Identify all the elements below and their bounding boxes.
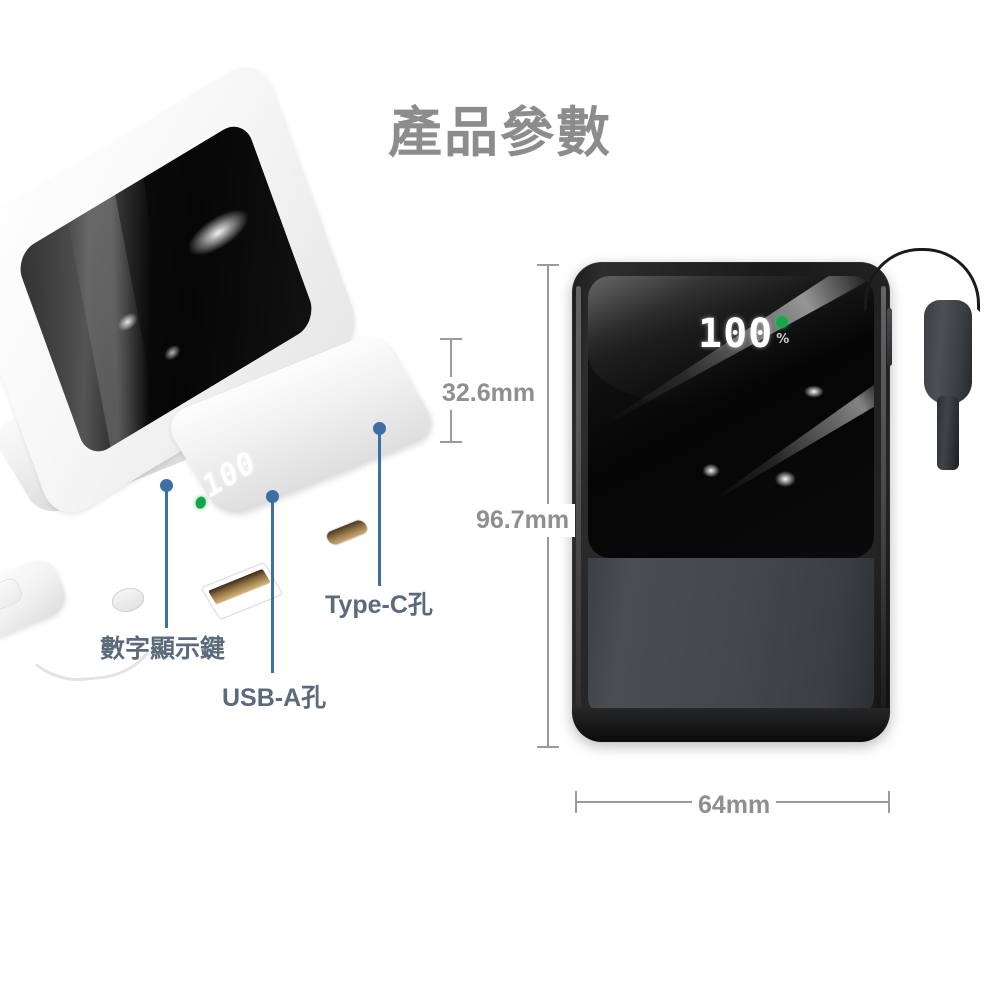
right-product-cable-connector bbox=[924, 300, 972, 470]
right-product-readout-marks: % bbox=[776, 316, 789, 346]
percent-symbol: % bbox=[776, 332, 790, 347]
callout-usb-a-label: USB-A孔 bbox=[222, 684, 327, 712]
callout-type-c-label: Type-C孔 bbox=[325, 591, 433, 619]
right-product-readout: 100 % bbox=[698, 314, 789, 354]
battery-full-green-icon bbox=[776, 316, 789, 328]
callout-type-c-leader bbox=[378, 429, 381, 586]
callout-usb-a-leader bbox=[271, 497, 274, 673]
callout-type-c-anchor bbox=[373, 422, 386, 435]
type-c-port bbox=[322, 517, 372, 548]
dimension-height-bottom-cap bbox=[537, 746, 559, 748]
right-product-bottom-edge bbox=[572, 708, 890, 742]
battery-full-green-icon bbox=[194, 494, 208, 511]
right-product-lower-body bbox=[588, 558, 874, 714]
right-product-image: 100 % bbox=[572, 248, 980, 742]
left-product-image: 100 bbox=[0, 53, 460, 688]
right-product-side-button bbox=[887, 308, 892, 366]
callout-usb-a-anchor bbox=[266, 490, 279, 503]
page-title: 產品參數 bbox=[388, 103, 612, 163]
right-product-left-highlight bbox=[576, 286, 581, 708]
right-product-shell: 100 % bbox=[572, 262, 890, 742]
right-product-charge-value: 100 bbox=[698, 311, 774, 357]
dimension-width-right-cap bbox=[888, 791, 890, 813]
right-product-mirror-display: 100 % bbox=[588, 276, 874, 558]
dimension-height-label: 96.7mm bbox=[470, 504, 576, 537]
callout-power-button-label: 數字顯示鍵 bbox=[100, 635, 226, 663]
usb-a-port-inner bbox=[208, 568, 271, 605]
callout-power-button-anchor bbox=[160, 479, 173, 492]
callout-power-button-leader bbox=[165, 486, 168, 628]
dimension-thickness-label: 32.6mm bbox=[436, 377, 542, 410]
dimension-width-label: 64mm bbox=[692, 789, 777, 822]
right-product-right-highlight bbox=[881, 286, 886, 708]
dimension-thickness-bottom-cap bbox=[440, 441, 462, 443]
